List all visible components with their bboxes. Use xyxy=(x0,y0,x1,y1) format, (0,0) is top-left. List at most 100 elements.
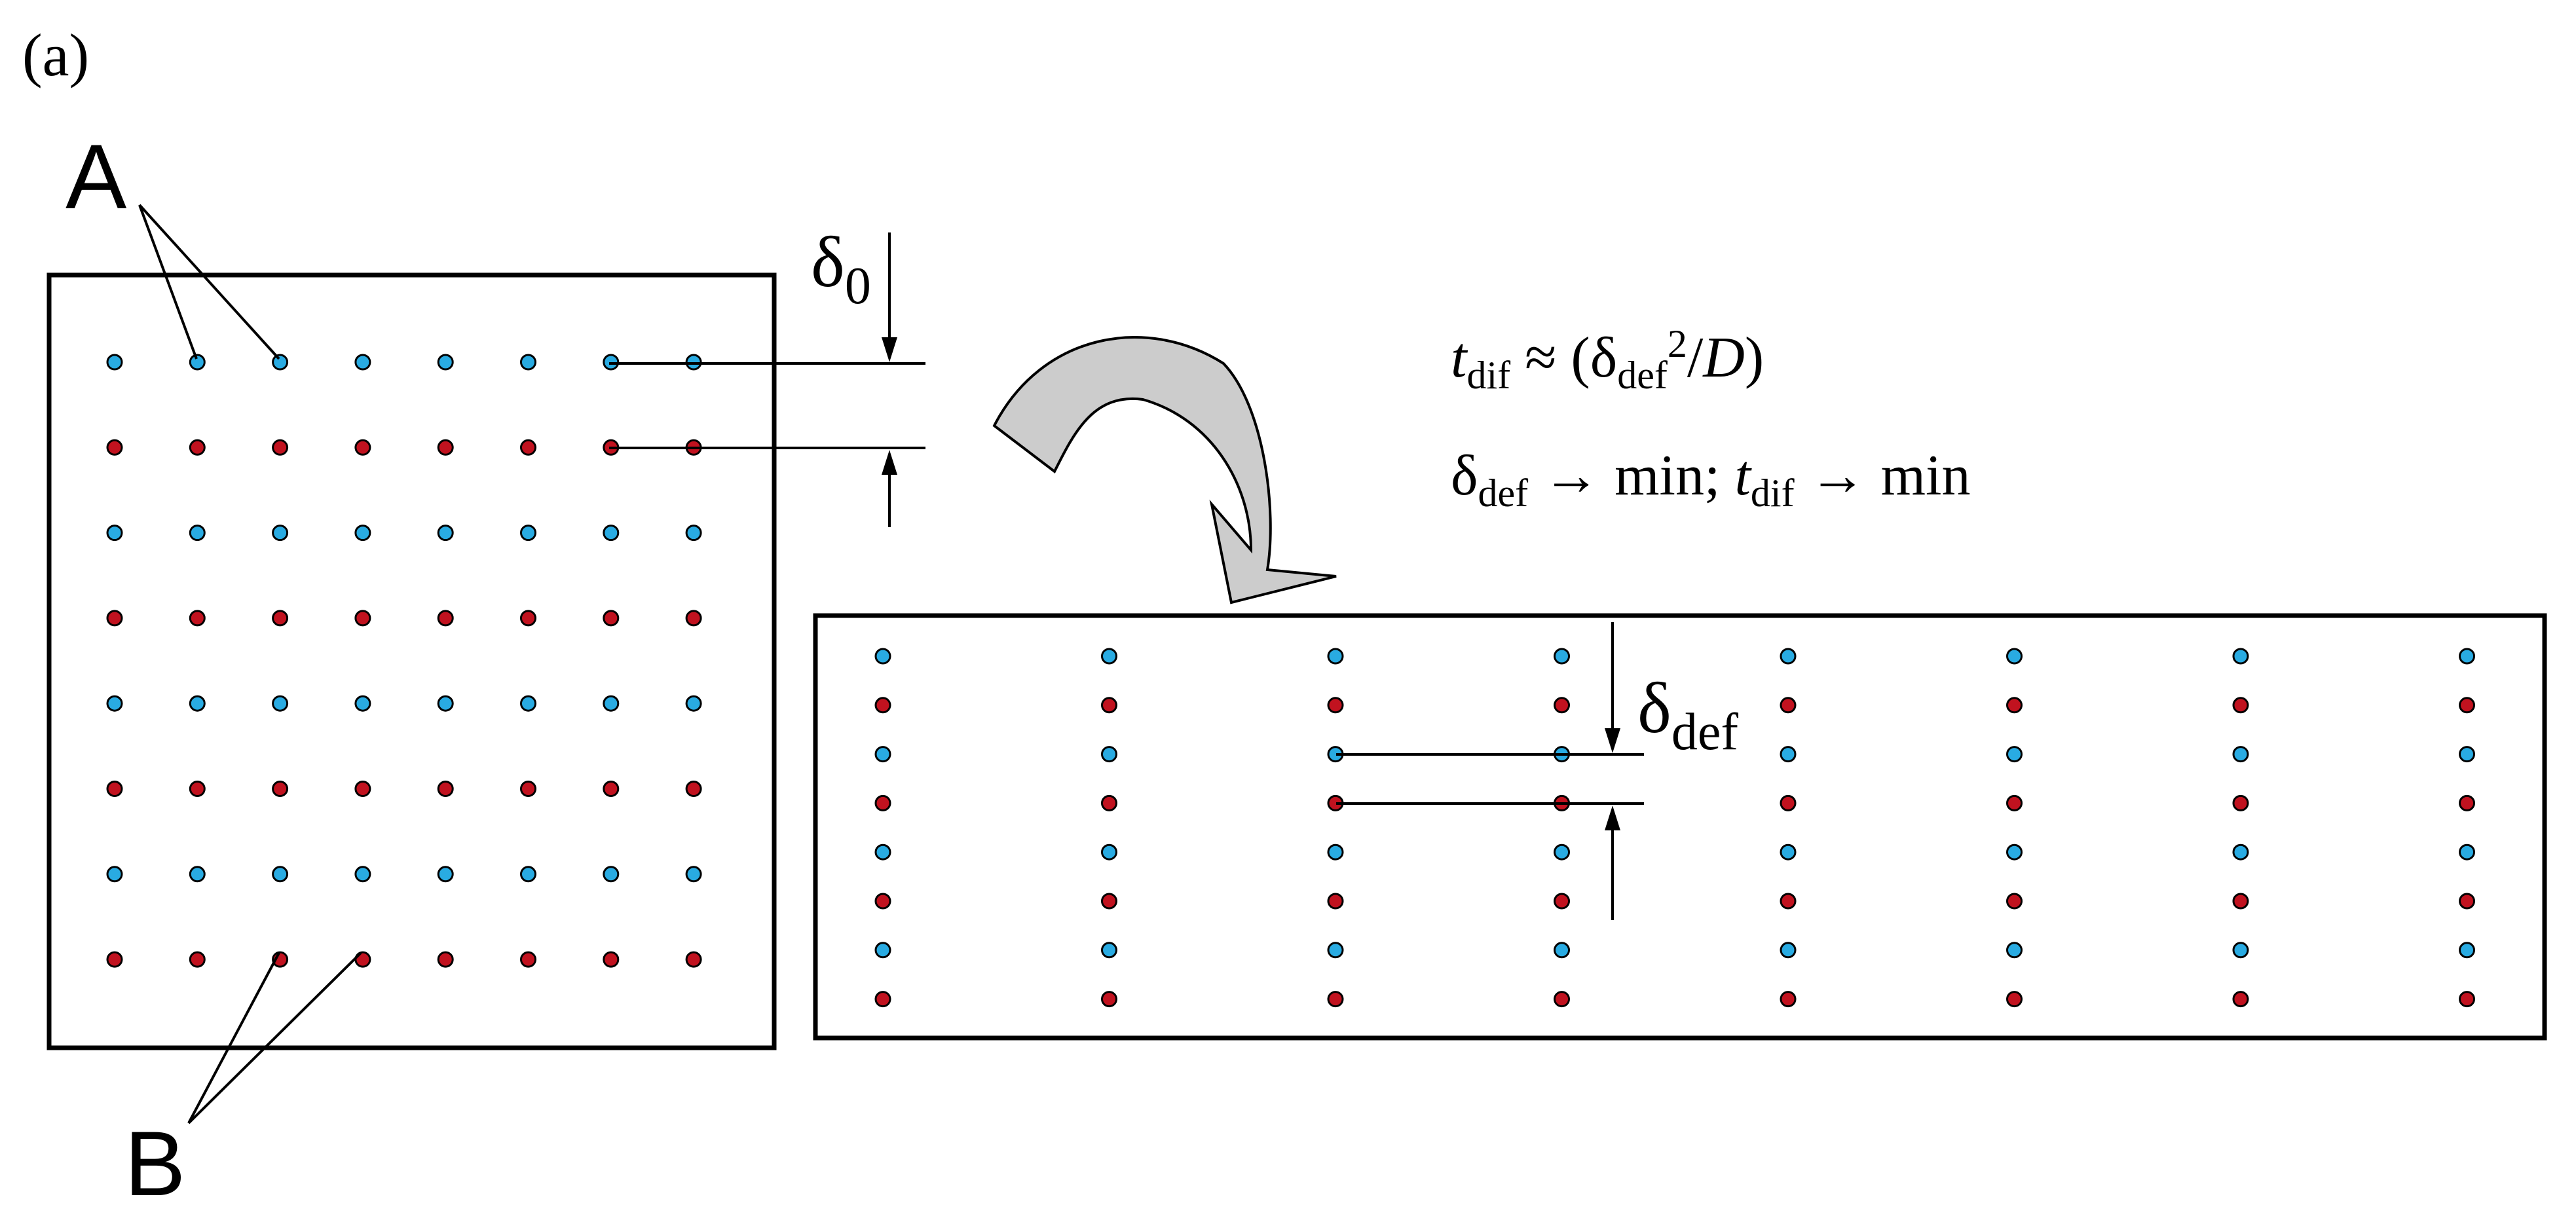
deformed-atom-b xyxy=(2232,794,2249,811)
deformed-atom-a xyxy=(1327,942,1344,959)
initial-atom-a xyxy=(272,354,289,371)
initial-atom-a xyxy=(520,695,536,712)
initial-atom-a xyxy=(685,866,702,883)
deformed-atom-a xyxy=(1780,746,1797,763)
deformed-atom-b xyxy=(874,893,891,910)
deformed-atom-b xyxy=(1554,991,1570,1008)
deformed-atom-b xyxy=(2006,991,2023,1008)
deformed-atom-a xyxy=(1101,843,1117,861)
initial-atom-a xyxy=(437,354,454,371)
deformed-atom-b xyxy=(874,794,891,811)
deformed-atom-b xyxy=(1554,697,1570,714)
deformed-atom-b xyxy=(1327,991,1344,1008)
initial-atom-b xyxy=(437,439,454,456)
deformed-lattice-box xyxy=(813,613,2547,1041)
delta-def-label: δdef xyxy=(1637,668,1738,761)
deformed-atom-a xyxy=(2459,942,2475,959)
initial-atom-b xyxy=(685,610,702,627)
initial-atom-a xyxy=(437,525,454,542)
initial-atom-b xyxy=(106,781,123,797)
deformed-atom-a xyxy=(1101,942,1117,959)
deformed-atom-b xyxy=(2459,697,2475,714)
initial-atom-a xyxy=(520,866,536,883)
initial-atom-a xyxy=(106,354,123,371)
deformed-atom-b xyxy=(2006,697,2023,714)
deformed-atom-a xyxy=(874,648,891,665)
delta0-label: δ0 xyxy=(811,222,871,315)
delta-def-arrow-bottom-head xyxy=(1605,805,1620,830)
deformed-atom-a xyxy=(874,843,891,861)
initial-atom-a xyxy=(106,695,123,712)
deformed-atom-a xyxy=(2459,843,2475,861)
deformed-atom-a xyxy=(1327,843,1344,861)
deformed-atom-a xyxy=(1780,942,1797,959)
initial-atom-a xyxy=(272,525,289,542)
deformed-atom-b xyxy=(1101,697,1117,714)
deformed-atom-a xyxy=(1101,746,1117,763)
deformed-atom-a xyxy=(874,942,891,959)
initial-atom-b xyxy=(189,439,206,456)
delta-def-arrow-top-head xyxy=(1605,728,1620,753)
formula-minimization: δdef → min; tdif → min xyxy=(1451,444,1970,515)
deformed-atom-a xyxy=(2459,746,2475,763)
deformed-atom-b xyxy=(1327,697,1344,714)
initial-atom-b xyxy=(603,610,620,627)
initial-atom-b xyxy=(437,781,454,797)
deformed-atom-a xyxy=(1780,843,1797,861)
initial-atom-a xyxy=(520,354,536,371)
deformed-atom-b xyxy=(2232,893,2249,910)
initial-atom-a xyxy=(520,525,536,542)
deformed-atom-b xyxy=(874,991,891,1008)
deformed-atom-b xyxy=(1327,893,1344,910)
initial-atom-a xyxy=(685,525,702,542)
deformed-atom-b xyxy=(1554,893,1570,910)
initial-atom-b xyxy=(354,439,371,456)
initial-lattice-box xyxy=(47,272,777,1050)
deformed-atom-a xyxy=(1554,648,1570,665)
initial-atom-a xyxy=(437,695,454,712)
label-a-leader-1 xyxy=(138,204,198,360)
deformed-atom-a xyxy=(2006,648,2023,665)
deformed-atom-b xyxy=(2006,794,2023,811)
deformed-atom-b xyxy=(2232,991,2249,1008)
deformed-atom-b xyxy=(2232,697,2249,714)
initial-atom-b xyxy=(106,951,123,968)
label-b: B xyxy=(124,1112,185,1215)
deformed-atom-a xyxy=(2459,648,2475,665)
deformed-atom-a xyxy=(2232,942,2249,959)
initial-atom-b xyxy=(354,610,371,627)
initial-atom-a xyxy=(189,866,206,883)
deformed-atom-b xyxy=(2006,893,2023,910)
label-b-leader-2 xyxy=(187,952,362,1124)
initial-atom-a xyxy=(106,866,123,883)
initial-atom-a xyxy=(603,695,620,712)
initial-atom-b xyxy=(520,951,536,968)
deformed-atom-b xyxy=(2459,893,2475,910)
label-a-leader-2 xyxy=(138,204,280,360)
deformed-atom-a xyxy=(1327,648,1344,665)
deformed-atom-a xyxy=(2232,648,2249,665)
initial-atom-b xyxy=(520,781,536,797)
initial-atom-a xyxy=(272,695,289,712)
delta0-arrow-top-head xyxy=(882,337,897,362)
initial-atom-a xyxy=(189,354,206,371)
initial-atom-a xyxy=(437,866,454,883)
initial-atom-a xyxy=(354,354,371,371)
deformed-atom-a xyxy=(1780,648,1797,665)
deformed-lattice-dots xyxy=(874,648,2475,1008)
initial-atom-a xyxy=(189,695,206,712)
initial-atom-a xyxy=(106,525,123,542)
deformed-atom-a xyxy=(2006,843,2023,861)
initial-atom-b xyxy=(189,781,206,797)
formula-diffusion-time: tdif ≈ (δdef2/D) xyxy=(1451,322,1764,397)
deformed-atom-b xyxy=(1101,893,1117,910)
transformation-arrow xyxy=(992,336,1337,604)
initial-atom-b xyxy=(437,610,454,627)
initial-atom-a xyxy=(272,866,289,883)
initial-atom-b xyxy=(603,951,620,968)
initial-atom-a xyxy=(354,525,371,542)
initial-atom-b xyxy=(189,610,206,627)
label-b-leader-1 xyxy=(187,952,280,1124)
deformed-atom-b xyxy=(874,697,891,714)
delta0-arrow-bottom-head xyxy=(882,450,897,475)
